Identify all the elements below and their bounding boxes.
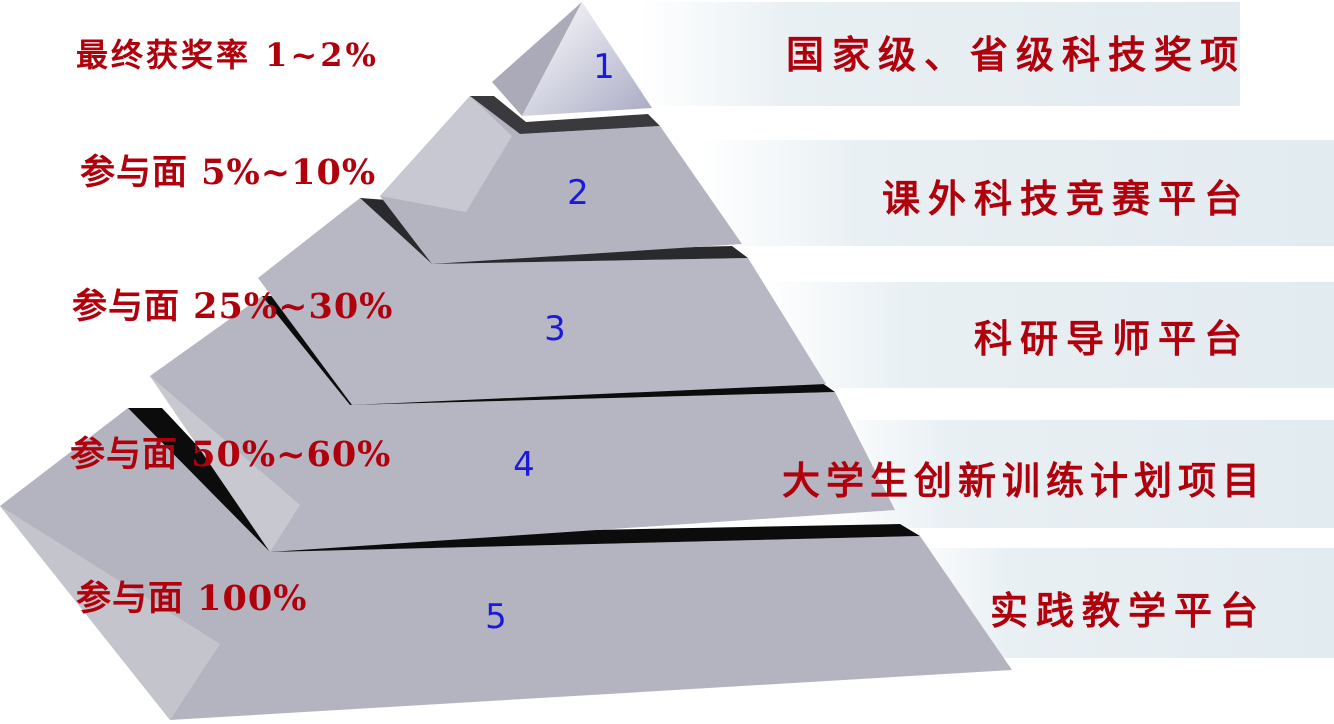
band-2 <box>700 140 1334 246</box>
right-labels: 国家级、省级科技奖项 课外科技竞赛平台 科研导师平台 大学生创新训练计划项目 实… <box>782 32 1266 633</box>
right-label-1: 国家级、省级科技奖项 <box>786 32 1246 77</box>
band-4 <box>820 420 1334 528</box>
tier-2-light <box>380 96 512 212</box>
left-label-1: 最终获奖率 1~2% <box>76 36 379 74</box>
right-label-5: 实践教学平台 <box>990 588 1266 633</box>
tier-5-front-shade <box>0 506 220 720</box>
band-3 <box>760 282 1334 388</box>
left-labels: 最终获奖率 1~2% 参与面 5%~10% 参与面 25%~30% 参与面 50… <box>70 36 393 619</box>
right-label-3: 科研导师平台 <box>974 316 1250 361</box>
left-label-3: 参与面 25%~30% <box>72 286 393 327</box>
tier-5-ledge <box>128 408 920 552</box>
tier-4 <box>150 296 895 552</box>
tier-3 <box>258 198 826 405</box>
tier-1 <box>492 2 652 116</box>
tier-3-ledge <box>360 198 748 264</box>
tier-4-face <box>150 296 895 552</box>
tier-number-2: 2 <box>567 173 589 213</box>
tier-1-left <box>492 2 582 116</box>
tier-number-4: 4 <box>513 445 535 485</box>
left-label-2: 参与面 5%~10% <box>80 152 376 193</box>
band-1 <box>640 2 1240 106</box>
tier-2 <box>380 96 742 264</box>
right-label-2: 课外科技竞赛平台 <box>882 176 1250 221</box>
tier-numbers: 1 2 3 4 5 <box>485 47 615 637</box>
tier-5 <box>0 408 1012 720</box>
tier-3-face <box>258 198 826 405</box>
tier-number-3: 3 <box>544 309 566 349</box>
tier-number-5: 5 <box>485 597 507 637</box>
left-label-4: 参与面 50%~60% <box>70 434 391 475</box>
tier-2-ledge <box>470 96 660 134</box>
left-label-5: 参与面 100% <box>76 578 308 619</box>
right-label-4: 大学生创新训练计划项目 <box>782 458 1266 503</box>
tier-1-face <box>522 2 652 116</box>
tier-4-front-shade <box>150 376 300 552</box>
tier-number-1: 1 <box>593 47 615 87</box>
tier-5-face <box>0 408 1012 720</box>
